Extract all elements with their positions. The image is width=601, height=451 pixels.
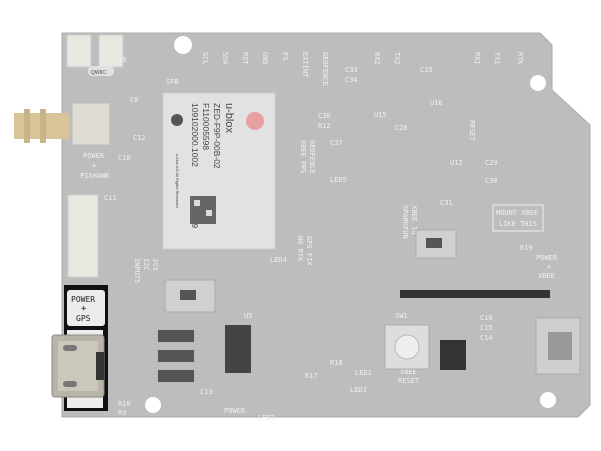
module-code: 109102000.1002 [190, 103, 200, 167]
silkscreen-labels: POWER + PIXHAWK MOUNT XBEE LIKE THIS POW… [80, 56, 558, 422]
component-reference-labels: 3V3 INPUTS C36 R12 C10 C11 C12 C33 C34 C… [104, 66, 533, 396]
svg-text:RX1: RX1 [473, 52, 481, 65]
svg-text:I2C: I2C [142, 258, 150, 271]
qwiic-label: QWIIC [91, 70, 106, 76]
svg-text:C33: C33 [345, 66, 358, 74]
mounting-hole [540, 392, 556, 408]
svg-text:SDA: SDA [221, 52, 229, 65]
svg-text:RX2: RX2 [373, 52, 381, 65]
highlight-power-gps-usb: POWER + GPS [51, 285, 108, 411]
svg-text:MOUNT XBEE: MOUNT XBEE [496, 209, 538, 217]
svg-text:GEOFENCE: GEOFENCE [321, 52, 329, 86]
svg-text:R17: R17 [305, 372, 318, 380]
svg-text:FS: FS [281, 52, 289, 60]
svg-text:R12: R12 [318, 122, 331, 130]
svg-text:LED4: LED4 [270, 256, 287, 264]
svg-text:TX2: TX2 [393, 52, 401, 65]
svg-text:J8: J8 [118, 56, 126, 64]
svg-text:SCL: SCL [201, 52, 209, 65]
svg-text:U5: U5 [244, 312, 252, 320]
mounting-hole [174, 36, 192, 54]
svg-text:PIXHAWK: PIXHAWK [80, 172, 110, 180]
svg-text:LIKE THIS: LIKE THIS [499, 220, 537, 228]
svg-text:RESET: RESET [468, 120, 476, 142]
module-brand: u-blox [223, 103, 235, 133]
svg-text:R19: R19 [520, 244, 533, 252]
svg-text:R18: R18 [330, 359, 343, 367]
mounting-hole [145, 397, 161, 413]
svg-text:C14: C14 [480, 334, 493, 342]
svg-text:RTK: RTK [516, 52, 524, 65]
svg-text:C8: C8 [130, 96, 138, 104]
svg-text:3V3: 3V3 [151, 258, 159, 271]
module-serial: F110005598 [201, 103, 211, 150]
svg-text:POWER: POWER [83, 152, 105, 160]
svg-text:LED2: LED2 [258, 414, 275, 422]
svg-text:GND: GND [261, 52, 269, 65]
svg-text:C15: C15 [480, 324, 493, 332]
svg-text:TX1: TX1 [493, 52, 501, 65]
svg-text:U16: U16 [430, 99, 443, 107]
svg-text:RST: RST [241, 52, 249, 65]
svg-text:XBEE: XBEE [400, 368, 417, 376]
plus-label: + [81, 304, 87, 314]
svg-text:INPUTS: INPUTS [133, 258, 141, 283]
svg-text:C11: C11 [104, 194, 117, 202]
svg-text:U15: U15 [374, 111, 387, 119]
module-part-number: ZED-F9P-00B-02 [212, 103, 222, 169]
svg-text:C37: C37 [330, 139, 343, 147]
svg-text:C35: C35 [420, 66, 433, 74]
svg-text:C34: C34 [345, 76, 358, 84]
svg-text:R10: R10 [118, 400, 131, 408]
svg-text:+: + [547, 263, 551, 271]
svg-text:XBEE: XBEE [538, 272, 555, 280]
svg-text:SW1: SW1 [395, 312, 408, 320]
svg-text:C31: C31 [440, 199, 453, 207]
svg-text:LED3: LED3 [350, 386, 367, 394]
svg-text:C10: C10 [118, 154, 131, 162]
svg-text:C29: C29 [485, 159, 498, 167]
svg-text:EXTINT: EXTINT [301, 52, 309, 78]
svg-text:GPS FIX: GPS FIX [305, 236, 313, 266]
components [67, 194, 581, 382]
svg-text:NO RTK: NO RTK [296, 236, 304, 262]
svg-text:RESET: RESET [398, 377, 420, 385]
svg-text:POWER: POWER [224, 407, 246, 415]
svg-text:C30: C30 [485, 177, 498, 185]
micro-usb-connector-gps [51, 334, 105, 398]
svg-text:SFB: SFB [166, 78, 179, 86]
svg-text:GEOFENCE: GEOFENCE [308, 140, 316, 174]
svg-text:LED1: LED1 [355, 369, 372, 377]
pin-labels: SCL SDA RST GND FS EXTINT GEOFENCE RX2 T… [166, 52, 524, 86]
svg-text:C13: C13 [200, 388, 213, 396]
svg-text:C36: C36 [318, 112, 331, 120]
svg-text:C16: C16 [480, 314, 493, 322]
power-label: POWER [71, 295, 95, 304]
svg-text:XBEE PPS: XBEE PPS [299, 140, 307, 174]
svg-text:C12: C12 [133, 134, 146, 142]
svg-text:+: + [92, 162, 96, 170]
svg-text:LED5: LED5 [330, 176, 347, 184]
qwiic-connectors: QWIIC [66, 34, 124, 76]
svg-text:U12: U12 [450, 159, 463, 167]
mounting-hole [530, 75, 546, 91]
svg-text:SPARKFUN: SPARKFUN [401, 205, 409, 239]
gps-label: GPS [76, 314, 91, 323]
sma-antenna-connector [14, 102, 111, 146]
module-copyright: u-blox AG All Rights Reserved [175, 154, 180, 208]
svg-text:POWER: POWER [536, 254, 558, 262]
svg-text:XBEE TO: XBEE TO [410, 205, 418, 235]
svg-text:R9: R9 [118, 409, 126, 417]
svg-text:C28: C28 [395, 124, 408, 132]
zed-f9p-module: u-blox ZED-F9P-00B-02 F110005598 1091020… [162, 92, 276, 250]
